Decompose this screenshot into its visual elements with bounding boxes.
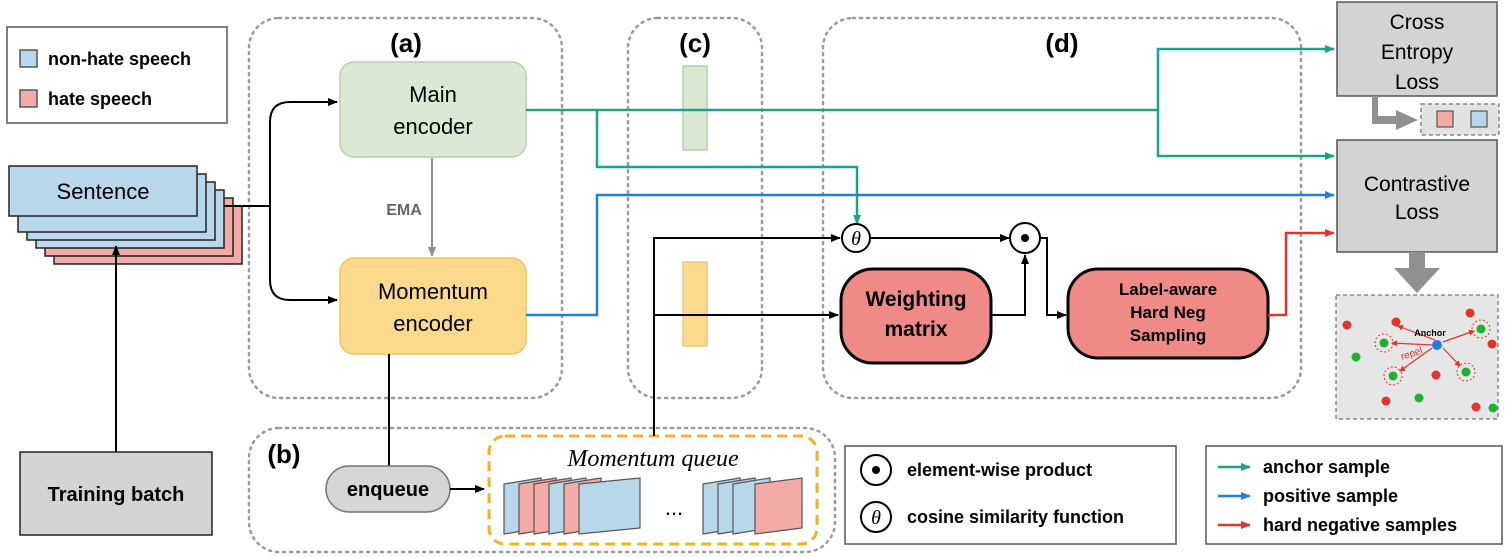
section-a-label: (a) [390, 28, 422, 58]
ce-line1: Cross [1390, 11, 1445, 34]
anchor-point [1432, 340, 1442, 350]
sampling-line3: Sampling [1130, 326, 1207, 345]
anchor-to-theta-arrow [595, 110, 861, 225]
section-b-label: (b) [267, 439, 300, 469]
sampling-line2: Hard Neg [1130, 303, 1206, 322]
weighting-to-product-arrow [991, 254, 1029, 316]
to-main-encoder-arrow [269, 98, 338, 206]
legend-cosine-label: cosine similarity function [907, 507, 1124, 527]
arrow-legend: anchor sample positive sample hard negat… [1205, 445, 1503, 545]
section-a-box [247, 16, 564, 400]
non-hate-label: non-hate speech [48, 49, 191, 69]
con-line1: Contrastive [1364, 173, 1470, 196]
legend-theta-icon [860, 501, 892, 533]
weighting-line2: matrix [884, 318, 947, 341]
anchor-to-cross-entropy-arrow [1156, 45, 1335, 110]
section-d-box [821, 16, 1303, 400]
product-to-sampling-arrow [1040, 237, 1067, 319]
hard-negative-arrow [1268, 229, 1335, 317]
ce-output-arrow [1372, 96, 1418, 130]
section-c-box [626, 16, 764, 400]
sentence-label: Sentence [57, 179, 150, 204]
momentum-queue-title: Momentum queue [566, 446, 739, 472]
cross-entropy-box [1336, 1, 1498, 97]
legend-anchor-label: anchor sample [1263, 457, 1390, 477]
enqueue-label: enqueue [347, 479, 429, 501]
main-encoder-line2: encoder [393, 114, 473, 139]
embedding-scatter: Anchor repel [1335, 294, 1499, 420]
ce-line3: Loss [1395, 71, 1439, 94]
ema-label: EMA [386, 202, 422, 219]
section-b-box [247, 426, 837, 554]
ce-output-red-square [1436, 110, 1454, 128]
main-embedding [682, 65, 708, 151]
product-dot [1021, 234, 1029, 242]
momentum-embedding [682, 261, 708, 347]
sentence-stack: Sentence [8, 165, 243, 265]
non-hate-swatch [19, 49, 38, 68]
queue-items-right [702, 477, 803, 535]
section-c-label: (c) [679, 28, 711, 58]
ce-line2: Entropy [1381, 41, 1454, 64]
legend-theta-symbol: θ [871, 507, 881, 529]
hard-neg-sampling-box [1066, 267, 1270, 360]
training-batch-box [19, 451, 213, 536]
hate-swatch [19, 89, 38, 108]
queue-ellipsis: ... [665, 495, 683, 520]
contrastive-loss-box [1336, 139, 1498, 253]
to-momentum-encoder-arrow [269, 206, 338, 304]
positive-to-contrastive-arrow [526, 191, 1335, 317]
momentum-encoder-line2: encoder [393, 311, 473, 336]
training-batch-label: Training batch [48, 484, 185, 506]
queue-to-theta-arrow [653, 234, 841, 436]
contrastive-down-arrow [1394, 252, 1440, 293]
weighting-line1: Weighting [865, 288, 966, 311]
operator-legend: element-wise product θ cosine similarity… [844, 445, 1177, 545]
anchor-label: Anchor [1414, 328, 1446, 338]
section-d-label: (d) [1045, 28, 1078, 58]
momentum-encoder-box [339, 257, 527, 355]
sampling-line1: Label-aware [1119, 280, 1217, 299]
ce-output-blue-square [1470, 110, 1488, 128]
hate-label: hate speech [48, 89, 152, 109]
anchor-to-contrastive-arrow [1156, 110, 1335, 160]
weighting-matrix-box [839, 267, 993, 365]
con-line2: Loss [1395, 201, 1439, 224]
legend-positive-label: positive sample [1263, 486, 1398, 506]
queue-items-left [503, 477, 641, 535]
legend-negative-label: hard negative samples [1263, 515, 1457, 535]
main-encoder-line1: Main [409, 82, 457, 107]
momentum-encoder-line1: Momentum [378, 279, 488, 304]
class-legend: non-hate speech hate speech [6, 26, 228, 124]
theta-symbol: θ [851, 228, 861, 250]
main-encoder-box [339, 61, 527, 158]
legend-product-label: element-wise product [907, 460, 1092, 480]
